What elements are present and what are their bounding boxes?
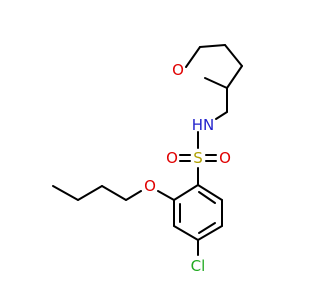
atom-oxygen-sulfonyl-right: O bbox=[219, 149, 231, 167]
bond-butyl-3 bbox=[52, 185, 79, 201]
bonds-layer bbox=[52, 44, 243, 256]
bond-butyl-1 bbox=[101, 185, 127, 201]
bond-butyl-2 bbox=[77, 185, 103, 201]
bond-ring-c4-o bbox=[204, 77, 228, 89]
bond-ring-c3-c4 bbox=[226, 65, 243, 89]
molecule-drawing: O HN S O O O Cl bbox=[0, 0, 300, 300]
bond-ar-o bbox=[157, 190, 175, 201]
atom-labels-layer: O HN S O O O Cl bbox=[144, 61, 231, 275]
bond-ar-inner-b bbox=[198, 222, 216, 234]
bond-ar-4-5 bbox=[197, 225, 223, 241]
atom-oxygen-ring: O bbox=[172, 61, 184, 79]
atom-chlorine: Cl bbox=[191, 257, 206, 275]
bond-ar-inner-c bbox=[198, 191, 216, 204]
bond-ch2-n bbox=[215, 111, 228, 120]
bond-ar-1-2 bbox=[173, 184, 199, 201]
background bbox=[0, 0, 300, 300]
bond-ar-3-4 bbox=[173, 225, 199, 241]
atom-oxygen-ether: O bbox=[144, 177, 156, 195]
bond-ring-c1-c2 bbox=[199, 44, 226, 48]
atom-sulfur: S bbox=[193, 149, 203, 167]
structure-canvas: O HN S O O O Cl bbox=[0, 0, 300, 300]
bond-ring-c2-c3 bbox=[224, 44, 243, 67]
atom-oxygen-sulfonyl-left: O bbox=[166, 149, 178, 167]
bond-o-ch2 bbox=[125, 190, 142, 201]
bond-ar-6-1 bbox=[197, 184, 223, 201]
atom-nitrogen-hn: HN bbox=[192, 116, 215, 134]
bond-ring-o-c1 bbox=[185, 46, 201, 68]
